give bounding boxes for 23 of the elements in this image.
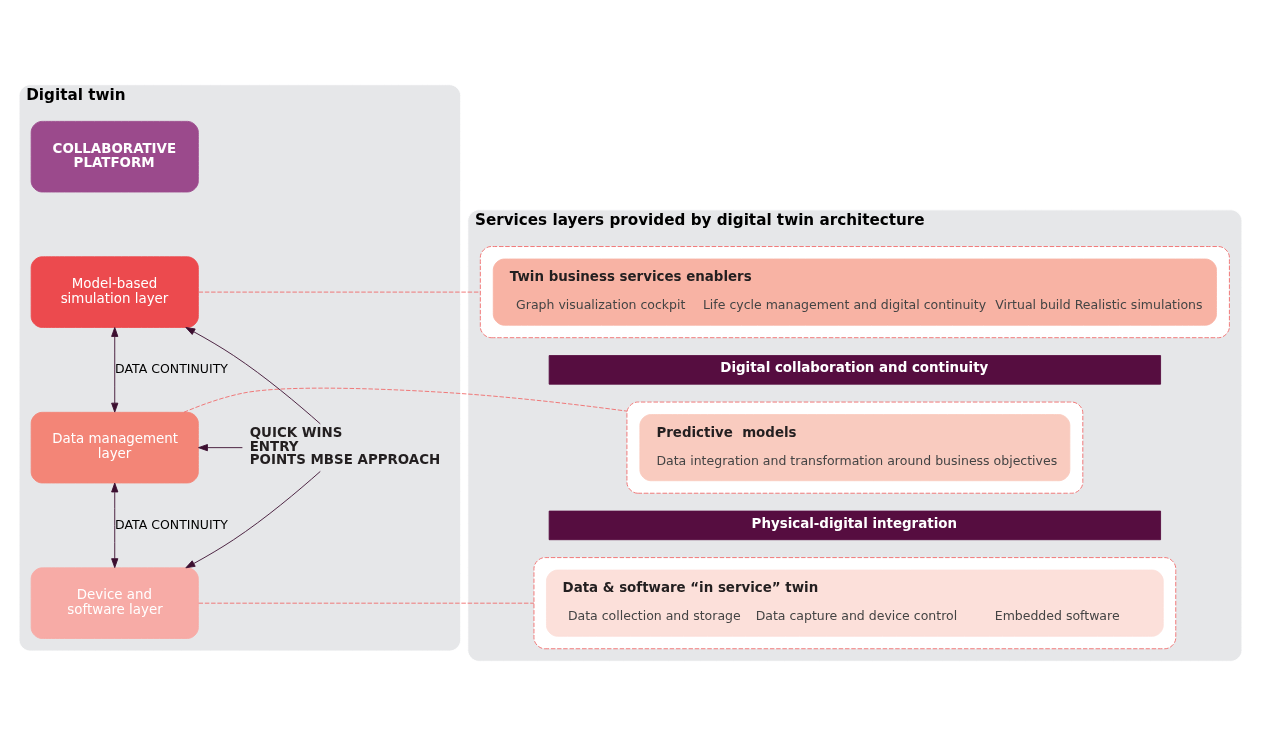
node-box: COLLABORATIVE PLATFORM [30,120,199,192]
cluster [479,245,1230,338]
node-box: Digital collaboration and continuity [548,354,1161,385]
connector [183,387,628,413]
node-box: Twin business services enablers Graph visualization cockpit Life cycle management and digital continuity Virtual build Realistic simulations [492,258,1217,326]
cluster [626,401,1084,494]
edge-label: DATA CONTINUITY [115,516,228,532]
arrow [198,443,243,451]
node-box: Predictive models Data integration and transformation around business objectives [639,413,1071,481]
node-box: Data management layer [30,411,199,483]
node-text: QUICK WINS ENTRY POINTS MBSE APPROACH [249,424,441,467]
node-box: Physical-digital integration [548,510,1161,540]
arrow [185,470,321,568]
connector [198,291,481,293]
node-box: Model-based simulation layer [30,255,199,328]
edge-label: DATA CONTINUITY [115,360,228,376]
arrow [111,482,119,568]
connector [198,602,535,604]
arrow [185,326,321,424]
arrow [111,326,119,413]
node-box: Data & software “in service” twin Data collection and storage Data capture and device control Embedded software [546,569,1164,637]
cluster [533,556,1177,649]
node-box: Device and software layer [30,566,199,639]
